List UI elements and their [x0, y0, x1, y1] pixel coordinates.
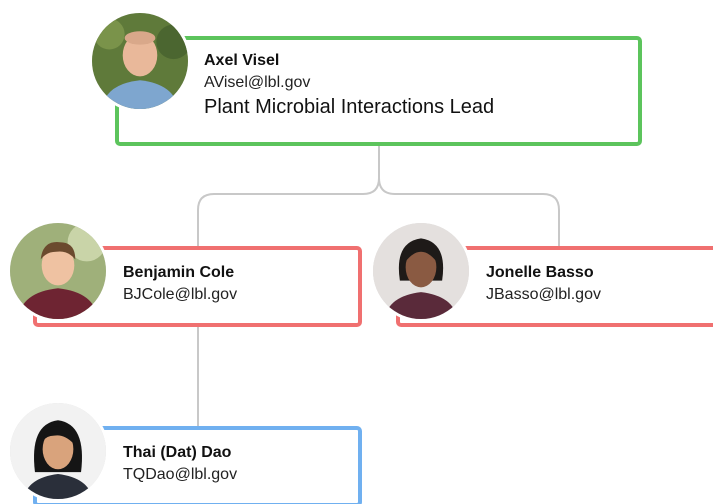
person-photo-icon: [10, 403, 106, 499]
person-email: TQDao@lbl.gov: [123, 466, 238, 483]
person-photo-icon: [10, 223, 106, 319]
person-name: Thai (Dat) Dao: [123, 444, 232, 461]
person-name: Benjamin Cole: [123, 264, 235, 281]
person-email: JBasso@lbl.gov: [486, 286, 601, 303]
avatar-axel-visel: [89, 10, 191, 112]
avatar-thai-dao: [7, 400, 109, 502]
connector-axel-to-reports: [197, 146, 560, 248]
person-card-axel-visel[interactable]: Axel Visel AVisel@lbl.gov Plant Microbia…: [115, 36, 642, 146]
person-email: AVisel@lbl.gov: [204, 74, 311, 91]
person-photo-icon: [92, 13, 188, 109]
person-email: BJCole@lbl.gov: [123, 286, 238, 303]
person-name: Jonelle Basso: [486, 264, 594, 281]
person-title: Plant Microbial Interactions Lead: [204, 96, 495, 118]
avatar-benjamin-cole: [7, 220, 109, 322]
person-photo-icon: [373, 223, 469, 319]
person-name: Axel Visel: [204, 52, 280, 69]
avatar-jonelle-basso: [370, 220, 472, 322]
